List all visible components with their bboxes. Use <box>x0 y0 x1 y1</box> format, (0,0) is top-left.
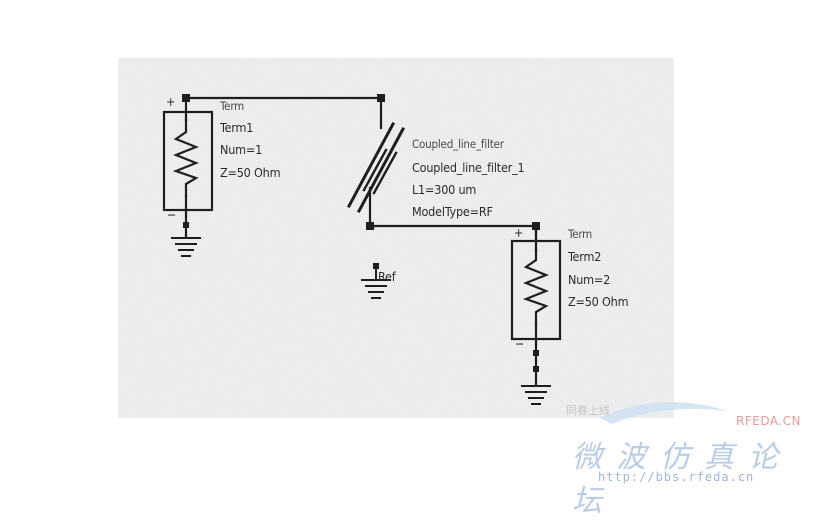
watermark-swoosh <box>600 402 730 424</box>
filter-model-type: ModelType=RF <box>412 204 493 219</box>
ref-label: Ref <box>378 269 396 284</box>
watermark-faint-text: 同春上线 <box>566 404 610 417</box>
filter-length: L1=300 um <box>412 182 477 197</box>
coupled-line-filter-symbol <box>346 121 406 228</box>
node-filter-bottom <box>366 222 374 230</box>
ref-ground-icon <box>361 265 391 299</box>
term2-minus: − <box>515 336 525 351</box>
filter-line-c <box>362 148 388 192</box>
term2-resistor <box>522 248 549 326</box>
node-term2-top <box>532 222 540 230</box>
term1-resistor <box>172 118 199 198</box>
watermark-chinese: 微波仿真论坛 <box>572 440 792 519</box>
term2-type-label: Term <box>568 227 593 241</box>
filter-line-a <box>346 121 396 209</box>
node-term1-top <box>182 94 190 102</box>
node-term2-mid <box>533 350 539 356</box>
term1-impedance: Z=50 Ohm <box>220 165 281 180</box>
node-term2-low <box>533 366 539 372</box>
watermark-brand: RFEDA.CN <box>736 414 802 428</box>
term1-type-label: Term <box>220 99 245 113</box>
filter-line-d <box>372 151 398 195</box>
node-ref <box>373 263 379 269</box>
scan-grain <box>118 58 674 418</box>
term2-name: Term2 <box>568 249 602 264</box>
term1-symbol <box>162 96 214 257</box>
term2-num: Num=2 <box>568 272 611 287</box>
watermark-url: http://bbs.rfeda.cn <box>598 470 755 484</box>
term1-box <box>162 110 214 212</box>
filter-name: Coupled_line_filter_1 <box>412 160 525 175</box>
schematic-canvas <box>118 58 730 424</box>
term2-ground-icon <box>521 385 551 405</box>
term1-name: Term1 <box>220 120 254 135</box>
term2-plus: + <box>514 225 524 240</box>
term1-plus: + <box>166 94 176 109</box>
wire-nodes <box>182 94 540 372</box>
term1-ground-icon <box>171 237 201 257</box>
node-filter-top <box>377 94 385 102</box>
term1-minus: − <box>167 207 177 222</box>
term1-num: Num=1 <box>220 142 263 157</box>
filter-type-label: Coupled_line_filter <box>412 137 504 151</box>
filter-line-b <box>356 126 406 214</box>
node-term1-bottom <box>183 222 189 228</box>
term2-impedance: Z=50 Ohm <box>568 294 629 309</box>
